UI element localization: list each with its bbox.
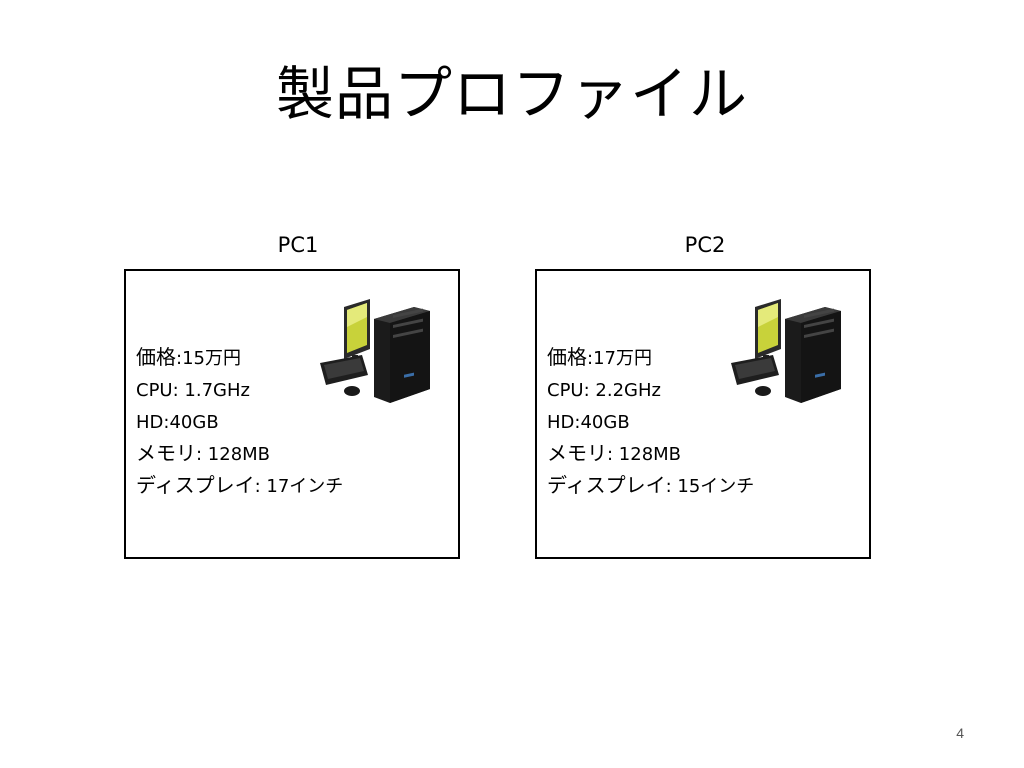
price-line: 価格:15万円 bbox=[136, 342, 343, 374]
price-value: :17万円 bbox=[587, 348, 652, 369]
slide-title: 製品プロファイル bbox=[275, 60, 748, 128]
pc2-label: PC2 bbox=[684, 233, 726, 257]
cpu-line: CPU: 2.2GHz bbox=[547, 374, 754, 406]
price-key: 価格 bbox=[136, 345, 176, 369]
memory-line: メモリ: 128MB bbox=[547, 438, 754, 470]
display-line: ディスプレイ: 17インチ bbox=[136, 470, 343, 502]
display-key: ディスプレイ bbox=[547, 473, 666, 497]
hd-key: HD bbox=[547, 412, 575, 433]
display-line: ディスプレイ: 15インチ bbox=[547, 470, 754, 502]
price-line: 価格:17万円 bbox=[547, 342, 754, 374]
pc1-label: PC1 bbox=[277, 233, 319, 257]
desktop-pc-icon bbox=[731, 299, 841, 403]
memory-key: メモリ bbox=[136, 441, 196, 465]
pc2-specs: 価格:17万円 CPU: 2.2GHz HD:40GB メモリ: 128MB デ… bbox=[547, 342, 754, 502]
cpu-line: CPU: 1.7GHz bbox=[136, 374, 343, 406]
display-key: ディスプレイ bbox=[136, 473, 255, 497]
cpu-key: CPU: bbox=[547, 380, 590, 401]
cpu-value: 2.2GHz bbox=[589, 380, 661, 401]
pc1-spec-box: 価格:15万円 CPU: 1.7GHz HD:40GB メモリ: 128MB デ… bbox=[124, 269, 460, 559]
memory-line: メモリ: 128MB bbox=[136, 438, 343, 470]
desktop-pc-icon bbox=[320, 299, 430, 403]
price-key: 価格 bbox=[547, 345, 587, 369]
cpu-key: CPU: bbox=[136, 380, 179, 401]
hd-key: HD bbox=[136, 412, 164, 433]
hd-line: HD:40GB bbox=[136, 406, 343, 438]
pc1-specs: 価格:15万円 CPU: 1.7GHz HD:40GB メモリ: 128MB デ… bbox=[136, 342, 343, 502]
pc2-spec-box: 価格:17万円 CPU: 2.2GHz HD:40GB メモリ: 128MB デ… bbox=[535, 269, 871, 559]
display-value: : 15インチ bbox=[665, 476, 755, 497]
display-value: : 17インチ bbox=[254, 476, 344, 497]
page-number: 4 bbox=[956, 725, 964, 741]
hd-line: HD:40GB bbox=[547, 406, 754, 438]
memory-value: : 128MB bbox=[607, 444, 682, 465]
memory-value: : 128MB bbox=[196, 444, 271, 465]
hd-value: :40GB bbox=[163, 412, 219, 433]
hd-value: :40GB bbox=[574, 412, 630, 433]
cpu-value: 1.7GHz bbox=[178, 380, 250, 401]
memory-key: メモリ bbox=[547, 441, 607, 465]
price-value: :15万円 bbox=[176, 348, 241, 369]
